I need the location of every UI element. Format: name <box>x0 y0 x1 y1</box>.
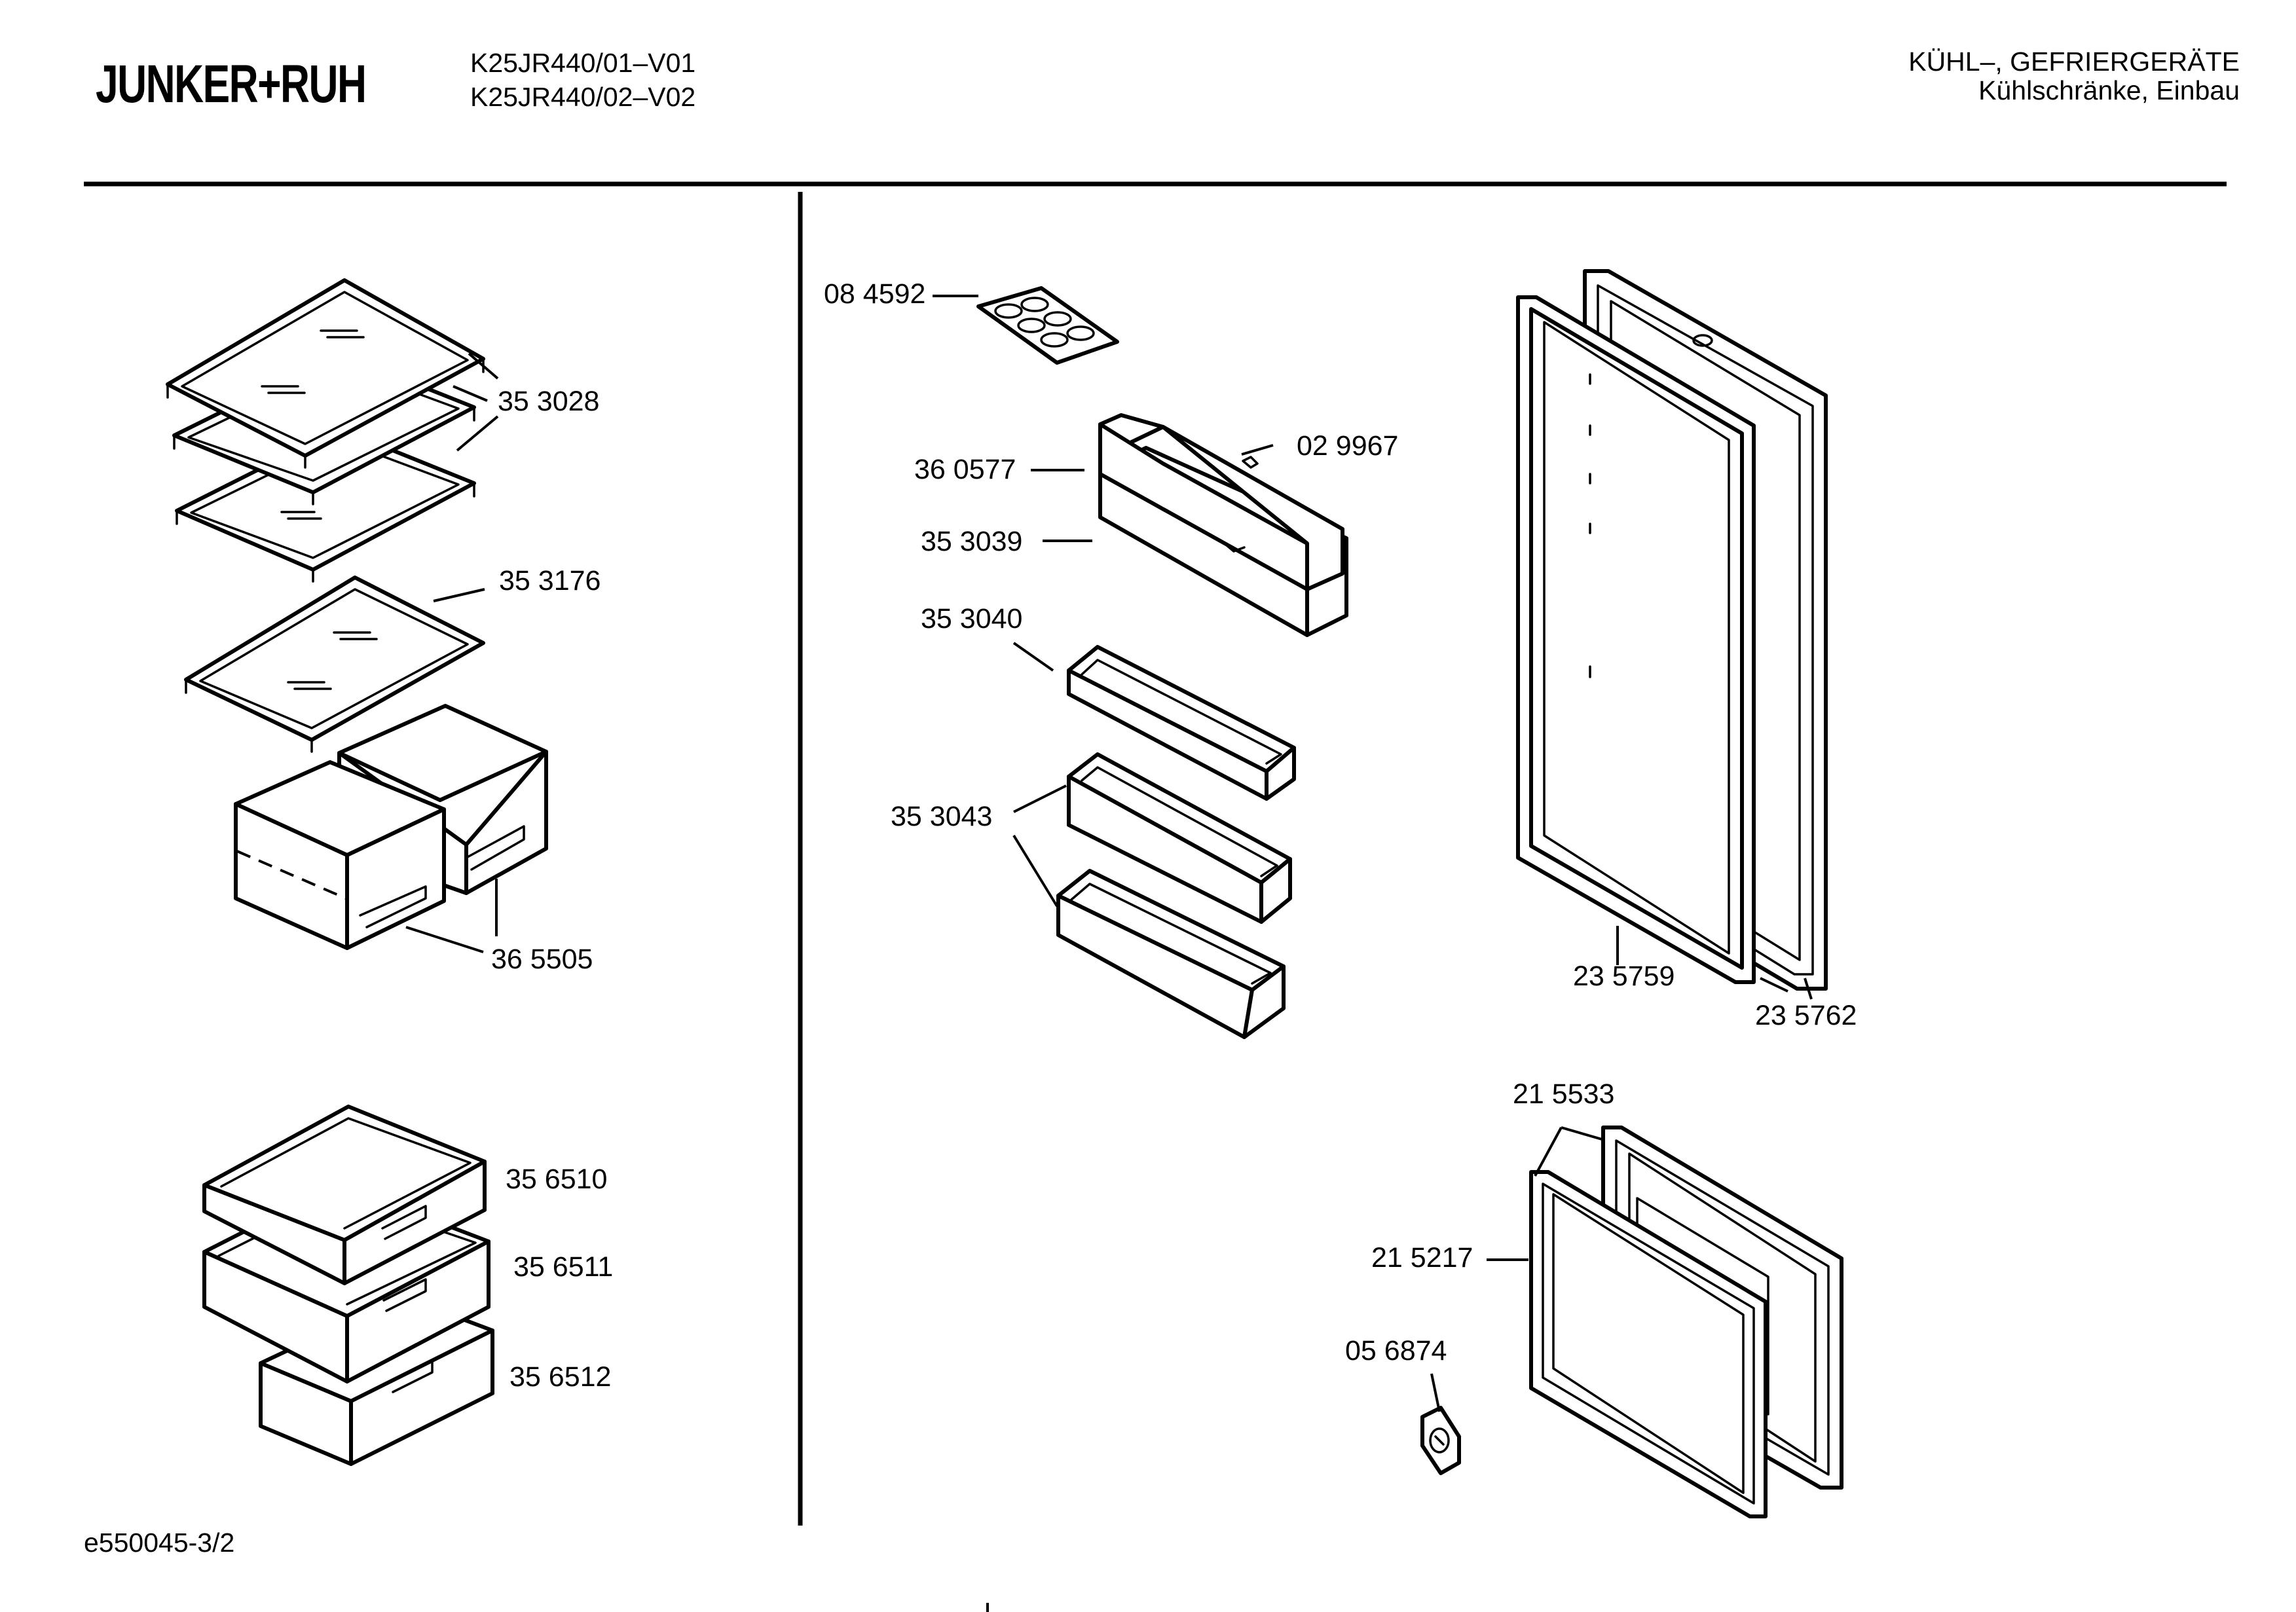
part-label-353039: 35 3039 <box>921 526 1023 557</box>
drawer-1 <box>202 1105 487 1285</box>
freezer-drawers-illustration <box>202 1105 494 1466</box>
model-number-2: K25JR440/02–V02 <box>470 82 696 112</box>
model-number-1: K25JR440/01–V01 <box>470 48 696 78</box>
glass-shelf-stack-illustration <box>166 278 485 583</box>
egg-tray-illustration <box>976 286 1119 365</box>
brand-logo-text: JUNKER+RUH <box>96 54 367 114</box>
door-bin-large-2-illustration <box>1056 869 1286 1039</box>
brand-logo: JUNKER+RUH <box>96 54 406 114</box>
vegetable-crispers-illustration <box>234 704 548 950</box>
glass-shelf-single-illustration <box>184 576 485 753</box>
category-subtitle: Kühlschränke, Einbau <box>1978 75 2240 105</box>
part-label-084592: 08 4592 <box>824 278 926 310</box>
glass-shelf-1 <box>166 278 485 469</box>
fridge-door-gasket-illustration <box>1516 295 1756 984</box>
part-label-356512: 35 6512 <box>509 1361 612 1393</box>
part-label-235759: 23 5759 <box>1573 961 1675 992</box>
crisper-front <box>234 760 446 950</box>
butter-compartment-illustration <box>1098 413 1348 637</box>
part-label-353176: 35 3176 <box>499 565 601 596</box>
part-label-235762: 23 5762 <box>1755 1000 1857 1031</box>
part-label-353040: 35 3040 <box>921 603 1023 634</box>
freezer-door-gasket-illustration <box>1529 1170 1768 1518</box>
leader-lines <box>405 295 1813 1412</box>
part-label-215533: 21 5533 <box>1513 1078 1615 1110</box>
part-label-353028: 35 3028 <box>498 386 600 417</box>
part-label-360577: 36 0577 <box>914 454 1016 485</box>
part-label-353043: 35 3043 <box>891 801 993 832</box>
door-bin-large-1-illustration <box>1067 752 1292 924</box>
part-label-056874: 05 6874 <box>1345 1335 1447 1366</box>
door-bin-small-illustration <box>1067 645 1296 801</box>
category-title: KÜHL–, GEFRIERGERÄTE <box>1908 46 2240 77</box>
thermostat-knob-illustration <box>1420 1406 1461 1475</box>
part-label-029967: 02 9967 <box>1297 430 1399 462</box>
part-label-356510: 35 6510 <box>506 1163 608 1195</box>
part-label-215217: 21 5217 <box>1371 1242 1473 1273</box>
part-label-356511: 35 6511 <box>513 1251 614 1283</box>
document-id: e550045-3/2 <box>84 1528 235 1558</box>
part-label-365505: 36 5505 <box>491 943 593 975</box>
